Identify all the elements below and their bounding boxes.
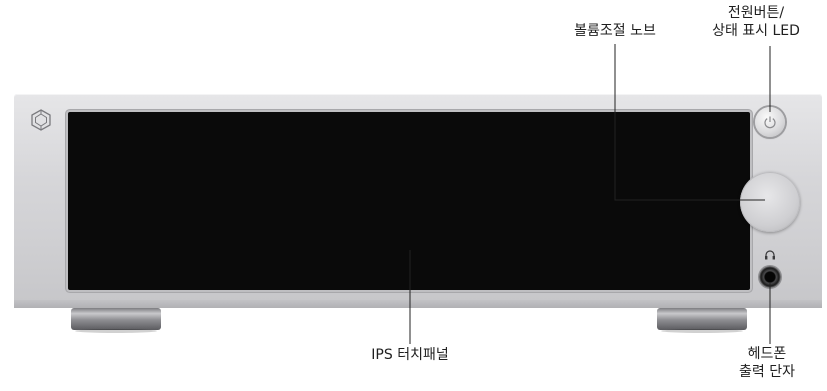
volume-callout-line bbox=[614, 44, 765, 201]
volume-knob-label: 볼륨조절 노브 bbox=[574, 23, 656, 39]
ips-touch-panel[interactable] bbox=[68, 112, 750, 290]
headphone-output-label: 헤드폰 출력 단자 bbox=[739, 346, 795, 380]
headphone-jack[interactable] bbox=[759, 266, 781, 288]
chassis-base bbox=[14, 300, 822, 308]
power-button-label: 전원버튼/ 상태 표시 LED bbox=[712, 5, 800, 39]
touch-panel-label: IPS 터치패널 bbox=[371, 347, 449, 363]
brand-logo-icon bbox=[31, 109, 51, 131]
device-chassis bbox=[14, 94, 822, 308]
left-foot bbox=[71, 308, 161, 333]
right-foot bbox=[657, 308, 747, 333]
power-icon bbox=[764, 116, 776, 129]
headphone-icon bbox=[765, 250, 775, 260]
volume-knob[interactable] bbox=[740, 172, 800, 232]
